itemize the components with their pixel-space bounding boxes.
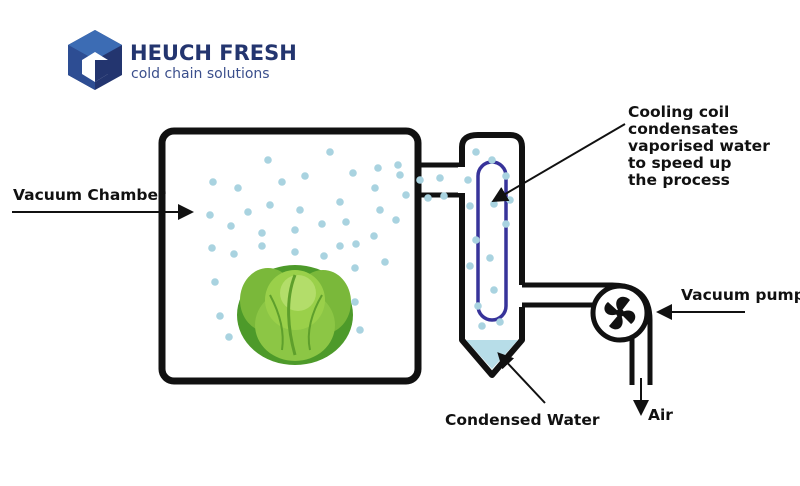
vapor-dot [490, 200, 498, 208]
vapor-dot [490, 286, 498, 294]
cooling-coil-line-4: to speed up [628, 154, 731, 172]
vapor-dot [258, 242, 266, 250]
vacuum-pump-label: Vacuum pump [681, 286, 800, 304]
vapor-dot [296, 206, 304, 214]
vapor-dot [356, 326, 364, 334]
vapor-dot [206, 211, 214, 219]
vapor-dot [225, 333, 233, 341]
vapor-dot [396, 171, 404, 179]
vapor-dot [466, 262, 474, 270]
vacuum-chamber [158, 127, 422, 385]
vapor-dot [336, 198, 344, 206]
vapor-dot [436, 174, 444, 182]
vacuum-chamber-label: Vacuum Chamber [13, 186, 166, 204]
vapor-dot [211, 278, 219, 286]
vapor-dot [216, 312, 224, 320]
vapor-dot [209, 178, 217, 186]
leader-lines [12, 123, 745, 416]
vapor-dot [374, 164, 382, 172]
vapor-dot [394, 161, 402, 169]
vapor-dot [392, 216, 400, 224]
vapor-dot [208, 244, 216, 252]
air-label: Air [648, 406, 673, 424]
vapor-dot [351, 298, 359, 306]
vacuum-pump [590, 283, 650, 343]
vapor-dot [266, 201, 274, 209]
vapor-dot [326, 148, 334, 156]
vapor-dot [244, 208, 252, 216]
cooling-coil-line-2: condensates [628, 120, 738, 138]
vapor-dot [474, 302, 482, 310]
brand-tagline: cold chain solutions [131, 66, 270, 82]
vapor-dot [486, 254, 494, 262]
brand-logo: HEUCH FRESH cold chain solutions [68, 30, 297, 90]
vapor-dot [227, 222, 235, 230]
vapor-dot [278, 178, 286, 186]
fan-impeller-icon [604, 296, 636, 330]
vapor-dot [370, 232, 378, 240]
vapor-dot [351, 264, 359, 272]
vapor-dot [472, 236, 480, 244]
vapor-dot [230, 250, 238, 258]
vapor-dot [496, 318, 504, 326]
vapor-dot [376, 206, 384, 214]
vapor-dot [472, 148, 480, 156]
connecting-pipe [418, 162, 461, 198]
vapor-dot [464, 176, 472, 184]
vapor-dot [502, 220, 510, 228]
vapor-dot [291, 248, 299, 256]
condensed-water-pool [466, 340, 518, 369]
vapor-dot [402, 191, 410, 199]
condensed-water-arrow [497, 352, 546, 404]
brand-name: HEUCH FRESH [130, 41, 297, 65]
vapor-dot [371, 184, 379, 192]
vapor-dot [381, 258, 389, 266]
vapor-particles [206, 148, 514, 341]
cooling-coil-line-1: Cooling coil [628, 103, 729, 121]
vapor-dot [291, 226, 299, 234]
vapor-dot [234, 184, 242, 192]
vapor-dot [342, 218, 350, 226]
vapor-dot [320, 252, 328, 260]
vapor-dot [478, 322, 486, 330]
vapor-dot [416, 176, 424, 184]
vapor-dot [488, 156, 496, 164]
cooling-coil-arrow [491, 123, 626, 203]
cooling-coil-line-3: vaporised water [628, 137, 770, 155]
cube-logo-icon [68, 30, 122, 90]
cooling-coil-label: Cooling coil condensates vaporised water… [628, 103, 770, 189]
vapor-dot [440, 192, 448, 200]
vapor-dot [502, 172, 510, 180]
vapor-dot [336, 242, 344, 250]
vapor-dot [506, 196, 514, 204]
vapor-dot [349, 169, 357, 177]
vapor-dot [258, 229, 266, 237]
vapor-dot [301, 172, 309, 180]
vapor-dot [264, 156, 272, 164]
vapor-dot [466, 202, 474, 210]
vapor-dot [352, 240, 360, 248]
condensed-water-label: Condensed Water [445, 411, 600, 429]
cooling-coil-line-5: the process [628, 171, 730, 189]
cabbage-icon [237, 265, 353, 365]
vapor-dot [318, 220, 326, 228]
vapor-dot [424, 194, 432, 202]
